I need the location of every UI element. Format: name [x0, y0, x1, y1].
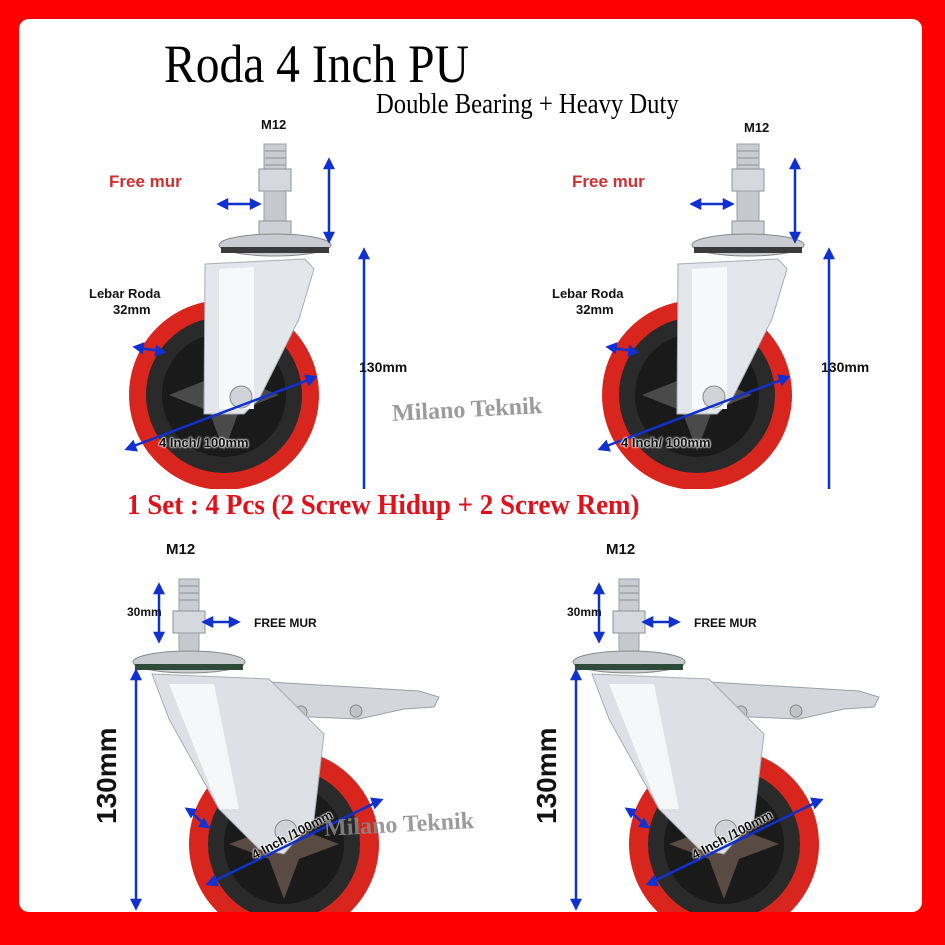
caster-illustration — [129, 578, 440, 912]
wheel-width-label-line2: 32mm — [113, 302, 151, 317]
product-panel: Roda 4 Inch PU Double Bearing + Heavy Du… — [19, 19, 922, 912]
wheel-width-label-line1: Lebar Roda — [89, 286, 161, 301]
caster-illustration — [569, 578, 880, 912]
caster-brake-2: M12 30mm FREE MUR 130mm 4 Inch /100mm — [459, 519, 919, 912]
caster-illustration — [124, 143, 371, 489]
height-label: 130mm — [531, 727, 562, 824]
caster-brake-1: M12 30mm FREE MUR 130mm 4 Inch /100mm — [19, 519, 469, 912]
nut-label: FREE MUR — [254, 616, 317, 630]
caster-illustration — [597, 143, 836, 489]
caster-swivel-1: M12 Free mur Lebar Roda 32mm 4 Inch/ 100… — [19, 19, 469, 489]
height-label: 130mm — [359, 359, 408, 375]
height-label: 130mm — [91, 727, 122, 824]
caster-swivel-2: M12 Free mur Lebar Roda 32mm 4 Inch/ 100… — [479, 19, 922, 489]
diameter-label: 4 Inch/ 100mm — [159, 435, 249, 450]
set-info: 1 Set : 4 Pcs (2 Screw Hidup + 2 Screw R… — [127, 489, 640, 521]
wheel-width-label-line1: Lebar Roda — [552, 286, 624, 301]
thread-length-label: 30mm — [567, 605, 602, 619]
thread-label: M12 — [744, 120, 770, 135]
thread-length-label: 30mm — [127, 605, 162, 619]
product-title: Roda 4 Inch PU — [164, 34, 469, 94]
nut-label: FREE MUR — [694, 616, 757, 630]
nut-label: Free mur — [572, 172, 645, 191]
thread-label: M12 — [606, 541, 636, 558]
height-label: 130mm — [821, 359, 870, 375]
wheel-width-label-line2: 32mm — [576, 302, 614, 317]
diameter-label: 4 Inch/ 100mm — [621, 435, 711, 450]
nut-label: Free mur — [109, 172, 182, 191]
thread-label: M12 — [166, 541, 196, 558]
product-subtitle: Double Bearing + Heavy Duty — [376, 89, 679, 120]
thread-label: M12 — [261, 117, 287, 132]
